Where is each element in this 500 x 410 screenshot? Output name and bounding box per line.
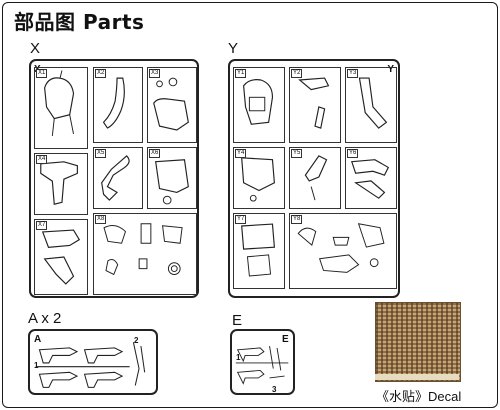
sprue-x: X X1 X2 X3 X4 X5 X6 X7 X8 xyxy=(29,59,199,298)
part-vest-icon xyxy=(155,159,189,205)
part-torso-icon xyxy=(243,79,274,125)
part-arm-icon xyxy=(304,155,328,201)
part-arm-icon xyxy=(102,77,125,129)
part-legs-icon xyxy=(350,159,390,199)
sprue-x-part-number: X5 xyxy=(95,149,107,158)
part-jacket-icon xyxy=(153,77,189,131)
sprue-e-corner-letter: E xyxy=(282,334,289,345)
sprue-x-cell: X2 xyxy=(93,67,143,143)
part-legs-icon xyxy=(41,229,81,285)
sprue-y-cell: Y8 xyxy=(289,213,397,289)
rifle-parts-icon xyxy=(35,342,146,388)
decal-label: 《水贴》Decal xyxy=(376,389,462,404)
sprue-y-cell: Y6 xyxy=(345,147,397,209)
sprue-y: Y Y1 Y2 Y3 Y4 Y5 Y6 Y7 Y8 xyxy=(228,59,400,298)
sprue-x-cell: X6 xyxy=(147,147,197,209)
sprue-e-cell-number: 1 xyxy=(236,353,241,362)
sprue-y-part-number: Y1 xyxy=(235,69,247,78)
sprue-e-label: E xyxy=(232,312,243,329)
sprue-y-part-number: Y2 xyxy=(291,69,303,78)
sprue-y-part-number: Y5 xyxy=(291,149,303,158)
part-leg-icon xyxy=(358,77,388,129)
part-torso-icon xyxy=(44,70,75,136)
sprue-y-cell: Y1 xyxy=(233,67,285,143)
sprue-a-cell-number: 1 xyxy=(34,361,39,370)
sprue-y-part-number: Y7 xyxy=(235,215,247,224)
sprue-x-part-number: X7 xyxy=(36,221,48,230)
sprue-a: A 2 1 xyxy=(28,329,158,395)
sprue-y-part-number: Y3 xyxy=(347,69,359,78)
part-vest-icon xyxy=(241,223,276,277)
sprue-e: E 1 3 xyxy=(230,329,295,395)
sprue-y-part-number: Y4 xyxy=(235,149,247,158)
sprue-a-cell-number: 2 xyxy=(134,336,139,345)
decal-sheet xyxy=(375,302,461,382)
sprue-y-cell: Y2 xyxy=(289,67,341,143)
part-small-parts-icon xyxy=(297,223,385,273)
part-arm-icon xyxy=(101,155,130,201)
sprue-y-cell: Y4 xyxy=(233,147,285,209)
sprue-y-corner-letter: Y xyxy=(387,64,394,75)
sprue-y-cell: Y7 xyxy=(233,213,285,289)
sprue-x-cell: X8 xyxy=(93,213,197,295)
weapon-parts-icon xyxy=(235,345,289,385)
sprue-x-part-number: X4 xyxy=(36,155,48,164)
sprue-x-label: X xyxy=(30,40,41,57)
sprue-y-part-number: Y6 xyxy=(347,149,359,158)
sprue-x-part-number: X6 xyxy=(149,149,161,158)
sprue-x-cell: X3 xyxy=(147,67,197,143)
part-jacket-icon xyxy=(241,157,275,202)
sprue-y-cell: Y3 xyxy=(345,67,397,143)
sprue-x-part-number: X2 xyxy=(95,69,107,78)
page-title: 部品图 Parts xyxy=(14,10,145,34)
decal-strip xyxy=(375,374,459,380)
sprue-y-label: Y xyxy=(228,40,239,57)
sprue-x-cell: X1 xyxy=(34,67,88,149)
sprue-x-part-number: X8 xyxy=(95,215,107,224)
sprue-a-label: A x 2 xyxy=(28,310,62,327)
sprue-a-corner-letter: A xyxy=(34,334,42,345)
sprue-x-cell: X4 xyxy=(34,153,88,215)
sprue-x-part-number: X3 xyxy=(149,69,161,78)
sprue-x-cell: X7 xyxy=(34,219,88,295)
part-arm-icon xyxy=(298,77,330,129)
sprue-e-cell-number: 3 xyxy=(272,385,277,394)
part-small-parts-icon xyxy=(103,223,183,276)
sprue-x-part-number: X1 xyxy=(36,69,48,78)
sprue-x-cell: X5 xyxy=(93,147,143,209)
part-leg-icon xyxy=(40,161,78,205)
sprue-y-part-number: Y8 xyxy=(291,215,303,224)
sprue-y-cell: Y5 xyxy=(289,147,341,209)
